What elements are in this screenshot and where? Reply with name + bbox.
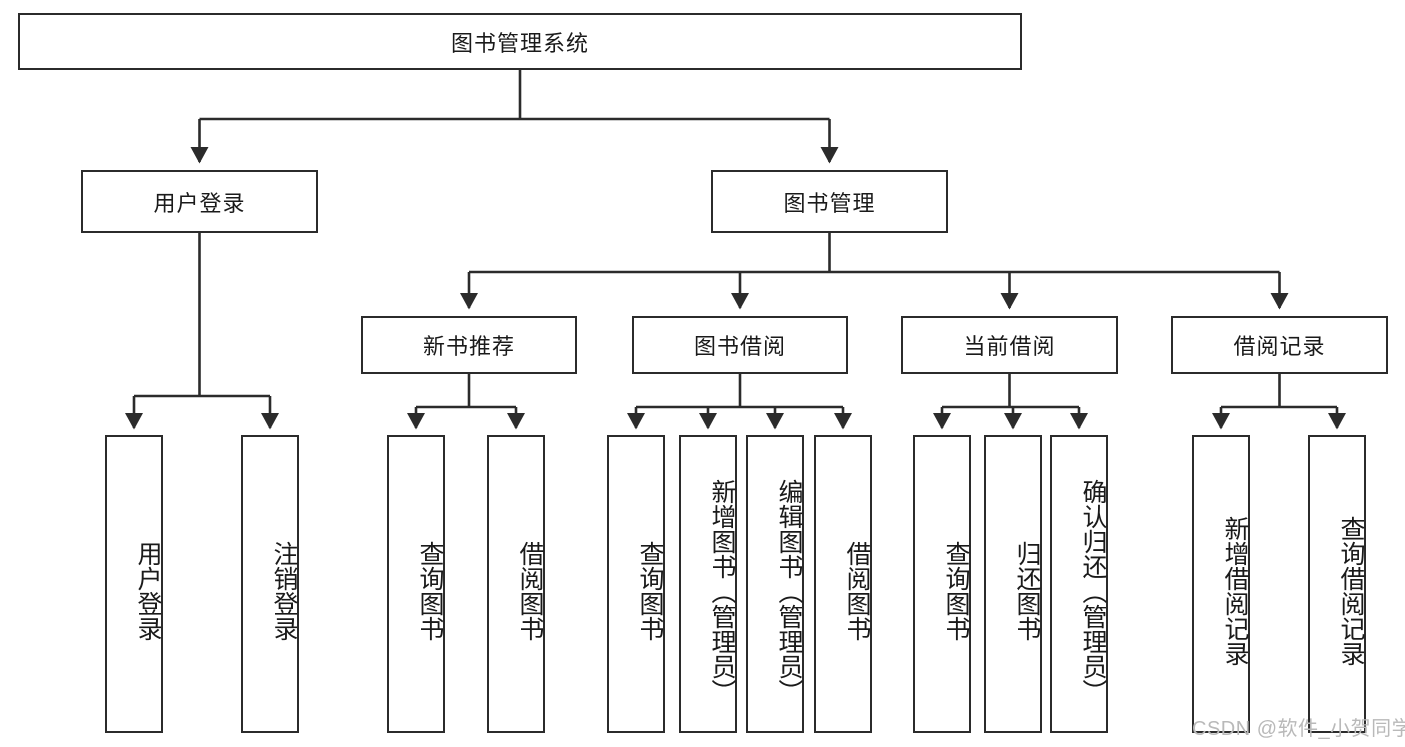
node-leaf-edit-book-admin[interactable]: 编辑图书（管理员） (746, 435, 804, 733)
node-leaf-label: 新增图书（管理员） (708, 478, 736, 704)
node-root-label: 图书管理系统 (450, 30, 589, 56)
node-leaf-query-borrow-record[interactable]: 查询借阅记录 (1308, 435, 1366, 733)
node-leaf-user-login[interactable]: 用户登录 (105, 435, 163, 733)
node-new-book-recommend-label: 新书推荐 (422, 334, 515, 359)
node-leaf-query-book-recommend[interactable]: 查询图书 (387, 435, 445, 733)
node-leaf-query-book-borrow[interactable]: 查询图书 (607, 435, 665, 733)
node-book-borrow-label: 图书借阅 (693, 334, 786, 359)
watermark: CSDN @软件_小贺同学 (1192, 718, 1405, 740)
node-leaf-label: 查询图书 (416, 541, 444, 641)
node-leaf-label: 借阅图书 (843, 541, 871, 641)
node-new-book-recommend[interactable]: 新书推荐 (361, 316, 577, 374)
node-leaf-borrow-book-recommend[interactable]: 借阅图书 (487, 435, 545, 733)
node-leaf-label: 编辑图书（管理员） (775, 478, 803, 704)
node-borrow-records[interactable]: 借阅记录 (1171, 316, 1388, 374)
node-current-borrow-label: 当前借阅 (963, 334, 1056, 359)
node-current-borrow[interactable]: 当前借阅 (901, 316, 1118, 374)
node-leaf-label: 查询图书 (636, 541, 664, 641)
node-leaf-return-book[interactable]: 归还图书 (984, 435, 1042, 733)
node-leaf-confirm-return-admin[interactable]: 确认归还（管理员） (1050, 435, 1108, 733)
node-leaf-query-book-current[interactable]: 查询图书 (913, 435, 971, 733)
node-leaf-label: 归还图书 (1013, 541, 1041, 641)
node-leaf-label: 查询图书 (942, 541, 970, 641)
node-root[interactable]: 图书管理系统 (18, 13, 1022, 70)
node-leaf-label: 查询借阅记录 (1337, 516, 1365, 666)
node-leaf-label: 借阅图书 (516, 541, 544, 641)
node-borrow-records-label: 借阅记录 (1233, 334, 1326, 359)
node-book-borrow[interactable]: 图书借阅 (632, 316, 848, 374)
node-leaf-label: 用户登录 (134, 541, 162, 641)
node-book-management[interactable]: 图书管理 (711, 170, 948, 233)
node-leaf-add-borrow-record[interactable]: 新增借阅记录 (1192, 435, 1250, 733)
node-leaf-label: 确认归还（管理员） (1079, 478, 1107, 704)
node-leaf-borrow-book[interactable]: 借阅图书 (814, 435, 872, 733)
node-leaf-label: 注销登录 (270, 541, 298, 641)
node-leaf-add-book-admin[interactable]: 新增图书（管理员） (679, 435, 737, 733)
node-user-login-label: 用户登录 (153, 190, 246, 216)
node-book-management-label: 图书管理 (783, 190, 876, 216)
node-leaf-logout[interactable]: 注销登录 (241, 435, 299, 733)
node-user-login[interactable]: 用户登录 (81, 170, 318, 233)
node-leaf-label: 新增借阅记录 (1221, 516, 1249, 666)
